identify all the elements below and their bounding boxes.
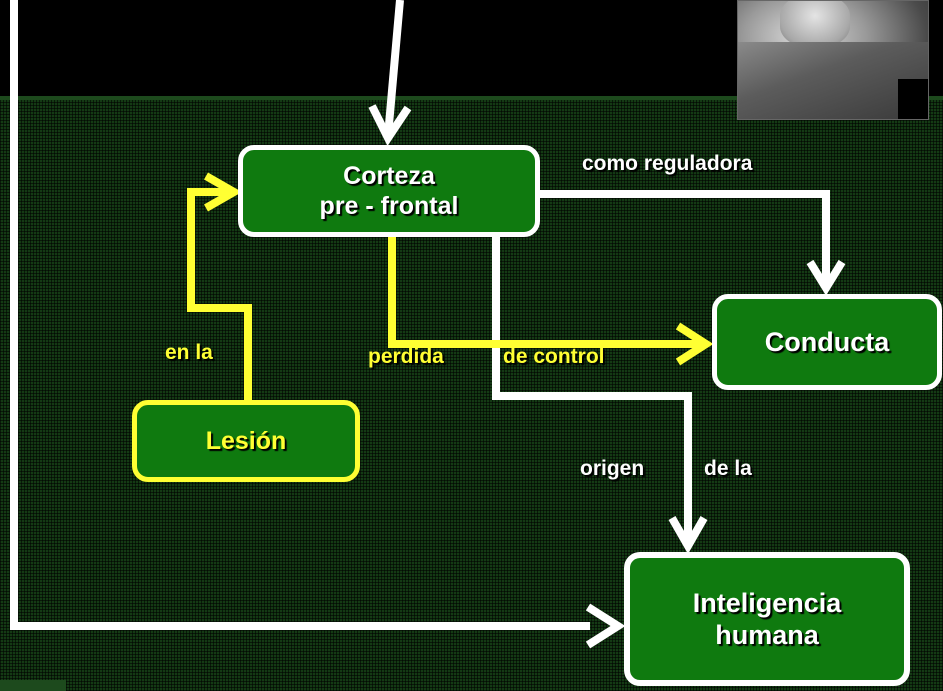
edge-label-perdida: perdida xyxy=(368,345,444,368)
node-inteligencia-line1: Inteligencia xyxy=(692,587,842,618)
node-conducta-label: Conducta xyxy=(764,326,890,357)
arrowhead-to-conducta xyxy=(806,259,846,296)
portrait-coat xyxy=(738,42,928,119)
node-corteza-prefrontal: Corteza pre - frontal xyxy=(238,145,540,237)
arrowhead-to-inteligencia-left xyxy=(585,603,626,649)
connector-left-loop xyxy=(10,0,590,630)
node-conducta: Conducta xyxy=(712,294,942,390)
arrowhead-perdida xyxy=(675,322,714,366)
portrait-face xyxy=(780,1,850,47)
connector-lesion xyxy=(187,188,252,400)
node-inteligencia-line2: humana xyxy=(715,620,819,650)
edge-label-de-control: de control xyxy=(503,345,605,368)
portrait-shadow xyxy=(898,79,928,119)
node-corteza-line1: Corteza xyxy=(343,162,435,190)
arrowhead-to-corteza-top xyxy=(368,104,412,146)
corner-mark xyxy=(0,680,66,691)
node-inteligencia-humana: Inteligencia humana xyxy=(624,552,910,686)
edge-label-origen: origen xyxy=(580,457,645,480)
arrowhead-to-inteligencia-top xyxy=(668,516,708,555)
divider-strip xyxy=(0,96,943,102)
arrowhead-lesion xyxy=(204,172,243,212)
portrait-photo xyxy=(737,0,929,120)
node-corteza-line2: pre - frontal xyxy=(319,192,459,220)
node-lesion: Lesión xyxy=(132,400,360,482)
connector-reguladora xyxy=(537,190,830,282)
edge-label-como-reguladora: como reguladora xyxy=(582,152,753,175)
connector-top-in xyxy=(384,0,404,137)
connector-perdida xyxy=(388,236,700,348)
edge-label-en-la: en la xyxy=(165,341,213,364)
edge-label-de-la: de la xyxy=(704,457,752,480)
node-lesion-label: Lesión xyxy=(205,427,287,455)
connector-origen xyxy=(492,236,692,540)
